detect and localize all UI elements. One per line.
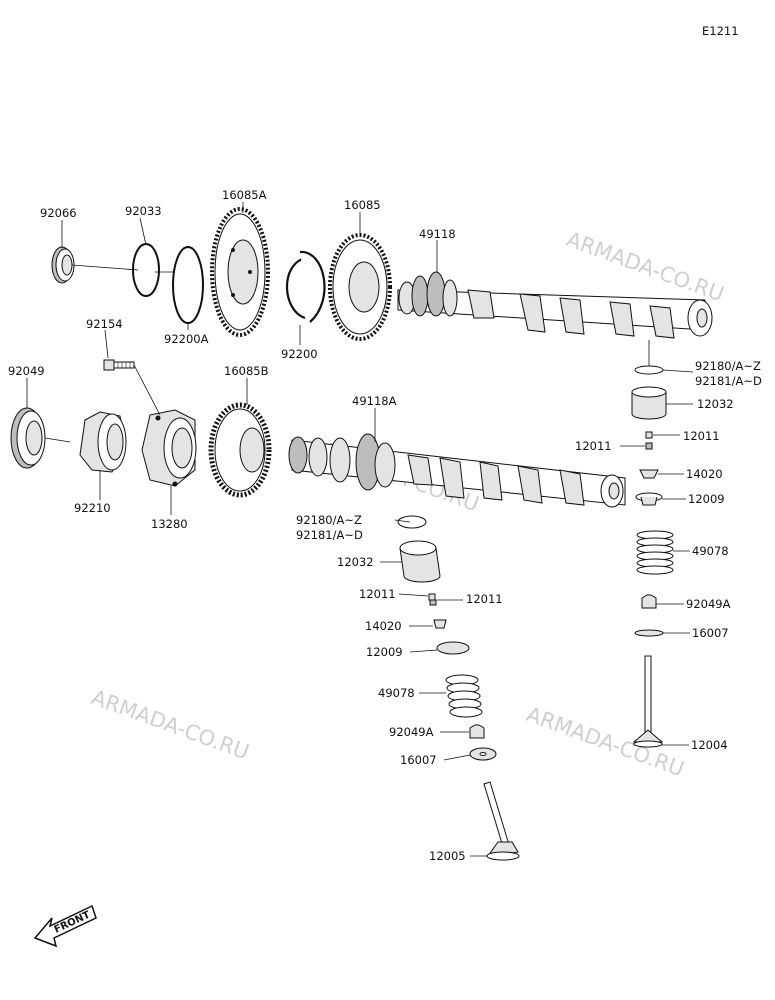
label-12004: 12004 (691, 738, 728, 752)
part-14020-retainer-center[interactable] (433, 619, 447, 629)
label-14020-center: 14020 (365, 619, 402, 633)
diagram-code: E1211 (702, 24, 739, 38)
label-92180-center: 92180/A~Z (296, 513, 362, 527)
part-12009-seat-center[interactable] (436, 641, 470, 655)
part-92049A-stem-seal-center[interactable] (469, 724, 485, 739)
label-16007-right: 16007 (692, 626, 729, 640)
part-12011-cotter-center[interactable] (428, 593, 437, 606)
part-12009-seat-right[interactable] (635, 492, 663, 506)
part-92180-shim-center[interactable] (397, 515, 427, 529)
label-16007-center: 16007 (400, 753, 437, 767)
part-92180-shim-right[interactable] (634, 365, 664, 375)
label-49078-center: 49078 (378, 686, 415, 700)
part-92066-seal[interactable] (51, 246, 75, 284)
label-92033: 92033 (125, 204, 162, 218)
part-92049A-stem-seal-right[interactable] (641, 594, 657, 609)
leader-lines (26, 202, 694, 857)
label-12005: 12005 (429, 849, 466, 863)
watermark: ARMADA-CO.RU (523, 702, 687, 781)
part-12011-cotter-right-2[interactable] (645, 442, 653, 450)
label-92049A-right: 92049A (686, 597, 731, 611)
part-92200-snap-ring[interactable] (285, 250, 326, 323)
part-92049-seal[interactable] (10, 407, 46, 469)
part-12011-cotter-right-1[interactable] (645, 431, 653, 439)
label-92154: 92154 (86, 317, 123, 331)
label-92200: 92200 (281, 347, 318, 361)
label-12009-center: 12009 (366, 645, 403, 659)
label-92181-right: 92181/A~D (695, 374, 762, 388)
label-92181-center: 92181/A~D (296, 528, 363, 542)
label-49078-right: 49078 (692, 544, 729, 558)
label-92180-right: 92180/A~Z (695, 359, 761, 373)
label-92210: 92210 (74, 501, 111, 515)
part-92033-circlip[interactable] (132, 243, 160, 297)
part-16007-washer-right[interactable] (634, 629, 664, 637)
label-12011-center-2: 12011 (466, 592, 503, 606)
label-92200A: 92200A (164, 332, 209, 346)
label-12009-right: 12009 (688, 492, 725, 506)
part-49078-spring-center[interactable] (445, 674, 483, 718)
part-92154-bolt[interactable] (103, 359, 135, 371)
label-92066: 92066 (40, 206, 77, 220)
part-92200A-ring[interactable] (172, 246, 204, 324)
front-arrow: FRONT (33, 904, 97, 948)
watermark: ARMADA-CO.RU (563, 227, 727, 306)
label-12011-right-1: 12011 (683, 429, 720, 443)
part-16007-washer-center[interactable] (469, 747, 497, 761)
watermark: ARMADA-CO.RU (88, 685, 252, 764)
label-92049: 92049 (8, 364, 45, 378)
part-16085B-gear[interactable] (208, 402, 272, 498)
label-16085A: 16085A (222, 188, 267, 202)
part-14020-retainer-right[interactable] (639, 469, 659, 479)
part-13280-housing[interactable] (141, 409, 197, 487)
part-12004-valve[interactable] (632, 655, 664, 748)
label-14020-right: 14020 (686, 467, 723, 481)
part-12032-tappet-right[interactable] (631, 386, 667, 420)
part-49118-camshaft[interactable] (397, 271, 713, 339)
part-49118A-camshaft[interactable] (288, 433, 626, 508)
part-92210-nut[interactable] (79, 411, 127, 473)
part-16085-gear[interactable] (328, 233, 392, 341)
part-12032-tappet-center[interactable] (399, 540, 441, 583)
label-12011-right-2: 12011 (575, 439, 612, 453)
label-16085B: 16085B (224, 364, 269, 378)
label-49118: 49118 (419, 227, 456, 241)
part-16085A-gear[interactable] (210, 207, 270, 337)
label-49118A: 49118A (352, 394, 397, 408)
part-labels: 92066 92033 16085A 16085 49118 92200A 92… (8, 188, 762, 863)
label-13280: 13280 (151, 517, 188, 531)
part-12005-valve[interactable] (483, 781, 520, 861)
label-12032-center: 12032 (337, 555, 374, 569)
label-12032-right: 12032 (697, 397, 734, 411)
label-12011-center-1: 12011 (359, 587, 396, 601)
part-49078-spring-right[interactable] (636, 530, 674, 575)
label-92049A-center: 92049A (389, 725, 434, 739)
label-16085: 16085 (344, 198, 381, 212)
